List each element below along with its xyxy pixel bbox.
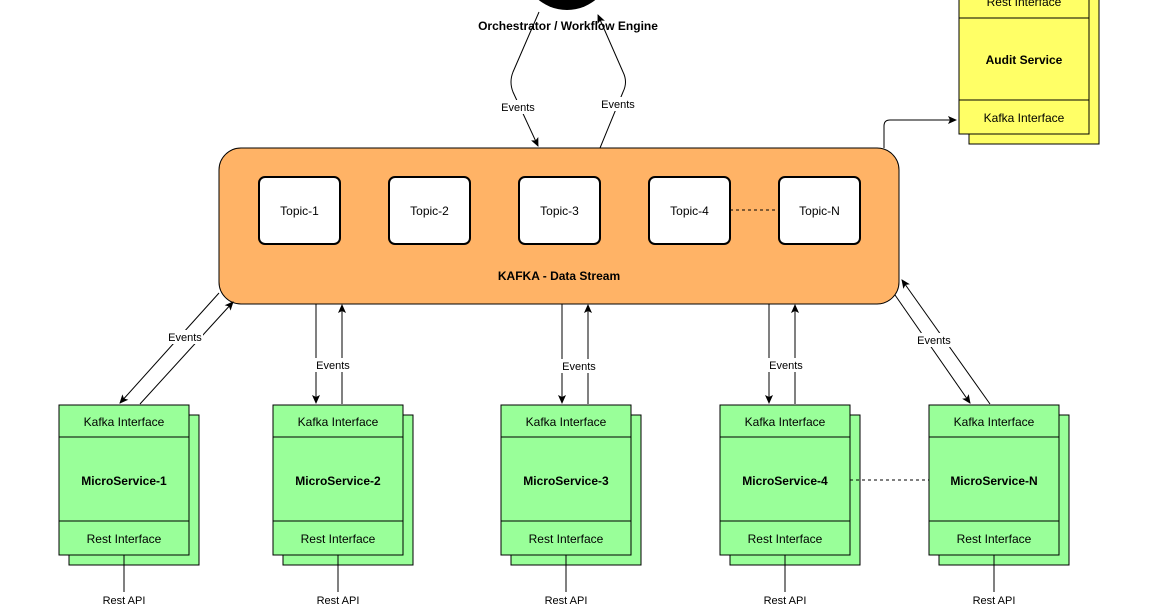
topic-2[interactable]: Topic-2: [388, 176, 471, 245]
rest-interface-label: Rest Interface: [748, 532, 823, 546]
edge-label: Events: [316, 360, 350, 372]
rest-interface-label: Rest Interface: [957, 532, 1032, 546]
rest-api-label: Rest API: [317, 595, 360, 604]
kafka-interface-label: Kafka Interface: [745, 415, 826, 429]
microservice-name: MicroService-3: [523, 474, 609, 488]
topic-3[interactable]: Topic-3: [518, 176, 601, 245]
kafka-stream[interactable]: Topic-1 Topic-2 Topic-3 Topic-4 Topic-N KAFK…: [218, 147, 900, 305]
kafka-interface-label: Kafka Interface: [954, 415, 1035, 429]
orchestrator-label: Orchestrator / Workflow Engine: [478, 19, 658, 33]
rest-interface-label: Rest Interface: [529, 532, 604, 546]
orchestrator-circle: [538, 0, 596, 10]
microservice-name: MicroService-1: [81, 474, 167, 488]
edge-orchestrator-to-kafka: Events: [500, 11, 540, 147]
topic-label: Topic-4: [670, 204, 709, 218]
edge-label: Events: [601, 99, 635, 111]
rest-api-label: Rest API: [103, 595, 146, 604]
topic-5[interactable]: Topic-N: [778, 176, 861, 245]
topic-4[interactable]: Topic-4: [648, 176, 731, 245]
edge-label: Events: [501, 102, 535, 114]
microservice-name: MicroService-2: [295, 474, 381, 488]
rest-api-label: Rest API: [545, 595, 588, 604]
kafka-label: KAFKA - Data Stream: [498, 269, 620, 283]
edge-label: Events: [769, 360, 803, 372]
audit-rest-interface: Rest Interface: [987, 0, 1062, 9]
orchestrator-node[interactable]: Orchestrator / Workflow Engine: [478, 0, 658, 33]
rest-api-label: Rest API: [973, 595, 1016, 604]
rest-interface-label: Rest Interface: [87, 532, 162, 546]
topic-label: Topic-3: [540, 204, 579, 218]
edge-label: Events: [562, 361, 596, 373]
rest-interface-label: Rest Interface: [301, 532, 376, 546]
microservice-name: MicroService-4: [742, 474, 828, 488]
edge-kafka-to-microservice-5: [894, 294, 971, 404]
audit-title: Audit Service: [986, 53, 1063, 67]
edge-label: Events: [168, 332, 202, 344]
audit-service-node[interactable]: Rest Interface Audit Service Kafka Inter…: [958, 0, 1100, 145]
edge-kafka-to-orchestrator: Events: [597, 14, 636, 149]
rest-api-label: Rest API: [764, 595, 807, 604]
kafka-interface-label: Kafka Interface: [526, 415, 607, 429]
audit-kafka-interface: Kafka Interface: [984, 111, 1065, 125]
topic-1[interactable]: Topic-1: [258, 176, 341, 245]
topic-label: Topic-1: [280, 204, 319, 218]
edge-kafka-to-audit: [883, 116, 957, 148]
topic-label: Topic-N: [799, 204, 840, 218]
edge-microservice-1-to-kafka: [139, 301, 234, 405]
topic-label: Topic-2: [410, 204, 449, 218]
edge-kafka-to-microservice-1: [119, 292, 220, 404]
kafka-interface-label: Kafka Interface: [298, 415, 379, 429]
edge-label: Events: [917, 335, 951, 347]
microservice-name: MicroService-N: [950, 474, 1037, 488]
kafka-interface-label: Kafka Interface: [84, 415, 165, 429]
